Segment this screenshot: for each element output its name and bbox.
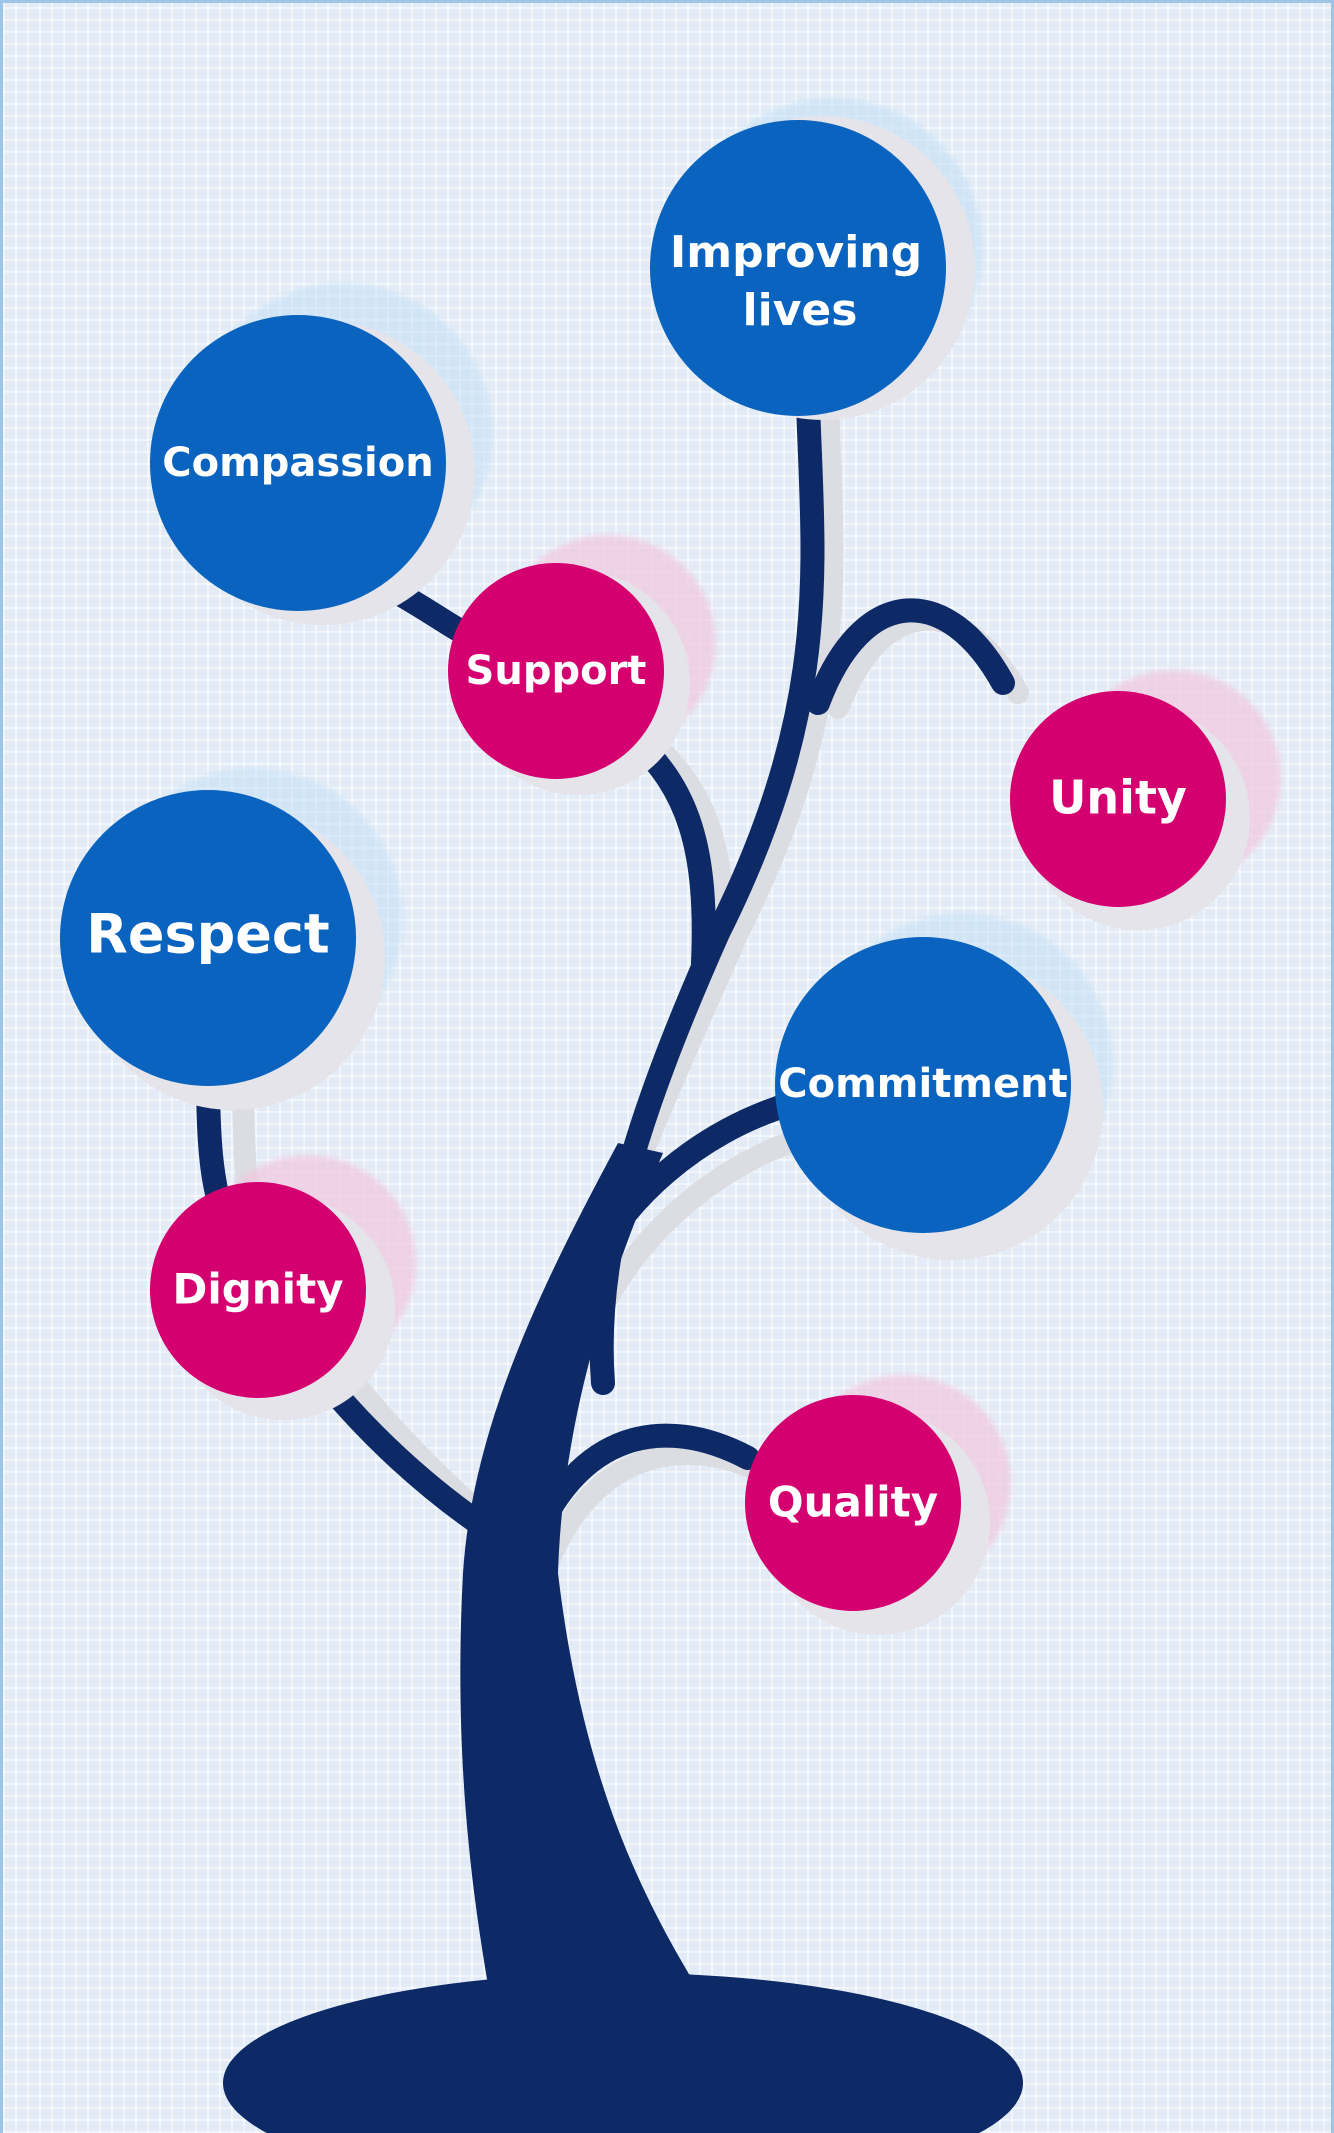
dignity-label: Dignity xyxy=(172,1265,343,1314)
support-label: Support xyxy=(466,648,647,694)
quality-label: Quality xyxy=(768,1478,938,1527)
tree-illustration: Improving lives Compassion Support Unity xyxy=(60,98,1281,2133)
tree-trunk xyxy=(460,1143,713,2013)
node-respect: Respect xyxy=(60,768,403,1110)
node-dignity: Dignity xyxy=(150,1155,416,1420)
unity-label: Unity xyxy=(1049,771,1187,825)
improving-lives-label-line2: lives xyxy=(743,285,858,336)
respect-label: Respect xyxy=(86,903,329,966)
node-compassion: Compassion xyxy=(150,283,493,625)
tree-base xyxy=(223,1973,1023,2133)
node-commitment: Commitment xyxy=(775,913,1113,1260)
improving-lives-label-line1: Improving xyxy=(670,227,922,278)
compassion-label: Compassion xyxy=(162,440,433,486)
node-quality: Quality xyxy=(745,1375,1011,1635)
node-support: Support xyxy=(448,535,716,795)
node-unity: Unity xyxy=(1010,670,1281,930)
node-improving-lives: Improving lives xyxy=(650,98,983,420)
commitment-label: Commitment xyxy=(778,1061,1067,1107)
